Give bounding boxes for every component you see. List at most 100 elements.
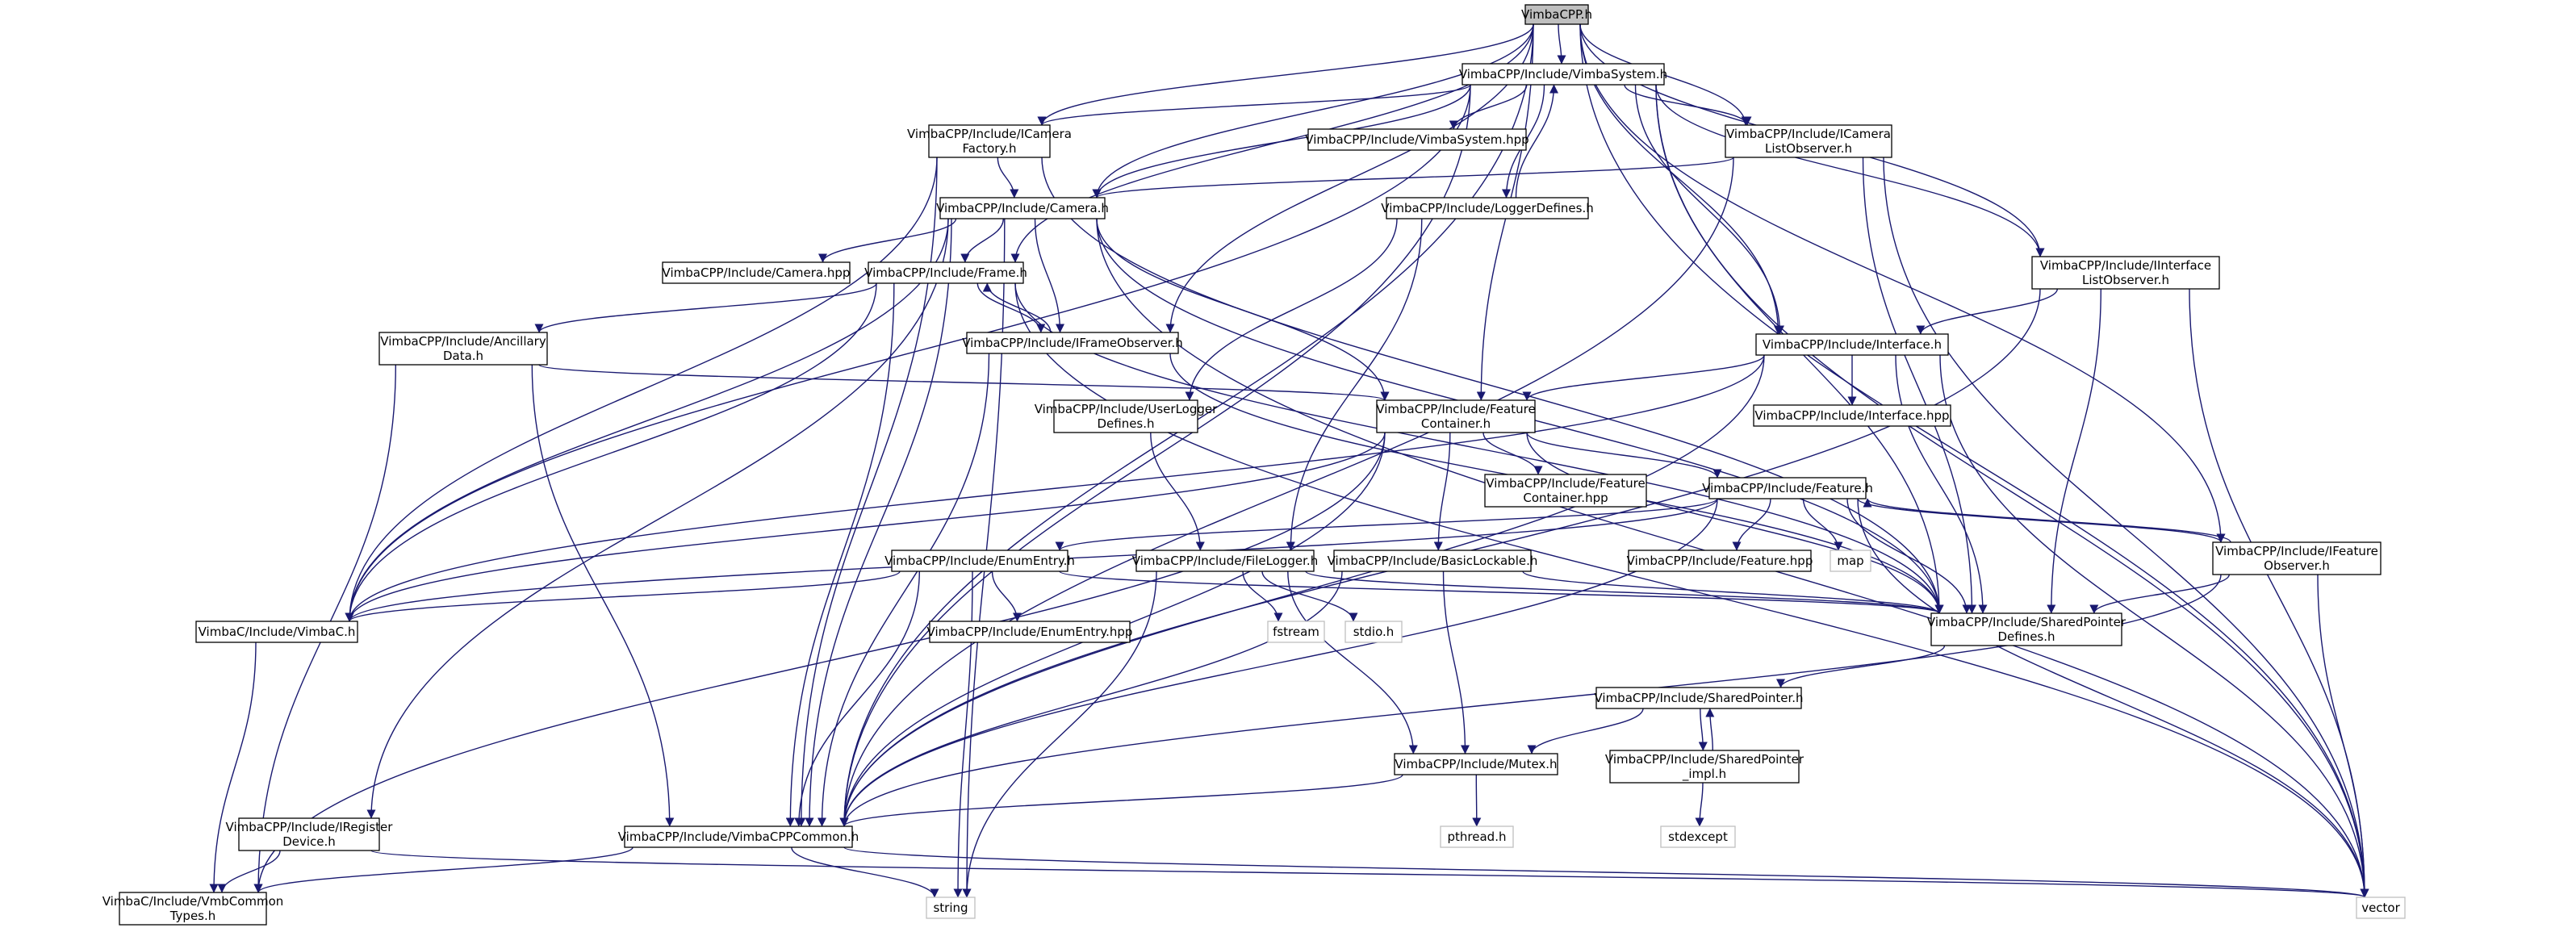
node-feature-hpp[interactable]: VimbaCPP/Include/Feature.hpp (1627, 550, 1813, 572)
node-box (939, 197, 1106, 219)
node-frame-h[interactable]: VimbaCPP/Include/Frame.h (864, 261, 1027, 284)
node-mutex-h[interactable]: VimbaCPP/Include/Mutex.h (1394, 753, 1558, 775)
node-label: VimbaCPP/Include/EnumEntry.h (884, 554, 1075, 568)
node-basiclockable-h[interactable]: VimbaCPP/Include/BasicLockable.h (1328, 550, 1538, 572)
node-sharedpointer-h[interactable]: VimbaCPP/Include/SharedPointer.h (1594, 687, 1804, 709)
node-box (891, 550, 1068, 572)
node-box (1333, 550, 1532, 572)
node-vimbacpp-h[interactable]: VimbaCPP.h (1521, 4, 1592, 25)
node-box (1609, 750, 1800, 784)
node-stdio-h[interactable]: stdio.h (1344, 621, 1403, 643)
edge-vimbac-h-to-vmbcommontypes-h (209, 642, 257, 893)
node-label: stdexcept (1668, 830, 1728, 844)
edge-camera-h-to-featurecontainer-h (1096, 218, 1390, 401)
node-box (1755, 333, 1949, 356)
node-label: VimbaCPP/Include/SharedPointer.h (1594, 691, 1803, 705)
node-label: string (933, 901, 968, 915)
node-label: VimbaCPP/Include/Feature.h (1702, 481, 1873, 495)
edge-loggerdefines-h-to-vimbasystem-h (1515, 84, 1558, 199)
node-box (928, 124, 1051, 158)
edge-featurecontainer-h-to-vimbac-h (345, 432, 1386, 622)
node-feature-h[interactable]: VimbaCPP/Include/Feature.h (1702, 477, 1873, 499)
node-interface-h[interactable]: VimbaCPP/Include/Interface.h (1755, 333, 1949, 356)
node-label: VimbaCPP/Include/FileLogger.h (1132, 554, 1318, 568)
node-box (1708, 477, 1867, 499)
node-interface-hpp[interactable]: VimbaCPP/Include/Interface.hpp (1753, 404, 1951, 427)
edge-filelogger-h-to-mutex-h (1287, 570, 1418, 754)
node-label: vector (2361, 901, 2400, 915)
node-loggerdefines-h[interactable]: VimbaCPP/Include/LoggerDefines.h (1381, 197, 1594, 219)
edge-vimbasystem-h-to-icamerafactory-h (1037, 84, 1471, 126)
edge-enumentry-h-to-vimbacppcommon-h (794, 570, 920, 827)
edge-ancillarydata-h-to-vimbacppcommon-h (531, 364, 675, 827)
edge-feature-h-to-enumentry-h (1055, 498, 1718, 551)
node-label: VimbaCPP/Include/LoggerDefines.h (1381, 201, 1593, 215)
node-label: VimbaCPP/Include/IFeature (2215, 544, 2378, 558)
node-enumentry-h[interactable]: VimbaCPP/Include/EnumEntry.h (884, 550, 1075, 572)
node-box (1307, 128, 1527, 151)
edge-mutex-h-to-vimbacppcommon-h (839, 774, 1403, 827)
node-vimbacppcommon-h[interactable]: VimbaCPP/Include/VimbaCPPCommon.h (618, 825, 859, 848)
node-map[interactable]: map (1830, 550, 1871, 572)
edge-iframeobserver-h-to-frame-h (982, 282, 1052, 333)
node-camera-h[interactable]: VimbaCPP/Include/Camera.h (936, 197, 1109, 219)
node-stdexcept[interactable]: stdexcept (1660, 825, 1736, 848)
edge-sharedpointer-h-to-sharedpointer-impl-h (1698, 708, 1708, 751)
node-label: map (1837, 554, 1863, 568)
node-iinterfacelistobserver-h[interactable]: VimbaCPP/Include/IInterfaceListObserver.… (2031, 256, 2220, 290)
node-box (1386, 197, 1589, 219)
edge-ancillarydata-h-to-featurecontainer-h (538, 364, 1389, 401)
node-label: Defines.h (1997, 629, 2055, 644)
node-box (624, 825, 853, 848)
edge-basiclockable-h-to-vimbacppcommon-h (839, 570, 1343, 827)
edge-camera-h-to-vimbacppcommon-h (805, 218, 952, 827)
node-camera-hpp[interactable]: VimbaCPP/Include/Camera.hpp (662, 261, 851, 284)
node-label: Defines.h (1097, 416, 1154, 431)
node-box (1830, 550, 1871, 572)
node-label: VimbaCPP/Include/Feature (1376, 402, 1535, 416)
node-fstream[interactable]: fstream (1267, 621, 1325, 643)
node-vimbac-h[interactable]: VimbaC/Include/VimbaC.h (195, 621, 358, 643)
edge-vimbacpp-h-to-ifeatureobserver-h (1579, 23, 2226, 543)
edge-camera-h-to-vimbac-h (345, 218, 949, 622)
edge-vimbacppcommon-h-to-vmbcommontypes-h (253, 846, 634, 893)
node-label: VimbaCPP/Include/Mutex.h (1395, 757, 1557, 771)
node-label: Device.h (282, 834, 336, 849)
node-box (1628, 550, 1812, 572)
node-enumentry-hpp[interactable]: VimbaCPP/Include/EnumEntry.hpp (927, 621, 1133, 643)
node-string[interactable]: string (926, 896, 976, 919)
edge-featurecontainer-h-to-feature-h (1526, 432, 1722, 479)
edge-ifeatureobserver-h-to-sharedpointerdefines-h (2089, 574, 2230, 614)
edge-sharedpointer-impl-h-to-sharedpointer-h (1705, 708, 1715, 751)
edge-vimbasystem-h-to-iinterfacelistobserver-h (1655, 84, 2045, 257)
node-filelogger-h[interactable]: VimbaCPP/Include/FileLogger.h (1132, 550, 1318, 572)
edge-interface-h-to-featurecontainer-h (1522, 354, 1765, 401)
node-box (2356, 896, 2406, 919)
node-box (1484, 474, 1647, 508)
node-vimbasystem-h[interactable]: VimbaCPP/Include/VimbaSystem.h (1459, 63, 1667, 86)
node-sharedpointer-impl-h[interactable]: VimbaCPP/Include/SharedPointer_impl.h (1605, 750, 1804, 784)
edge-iregisterdevice-h-to-vmbcommontypes-h (217, 850, 281, 893)
edge-vimbacpp-h-to-vector (1579, 23, 2369, 898)
node-iframeobserver-h[interactable]: VimbaCPP/Include/IFrameObserver.h (962, 332, 1183, 354)
node-box (119, 892, 267, 926)
node-pthread-h[interactable]: pthread.h (1440, 825, 1514, 848)
node-vector[interactable]: vector (2356, 896, 2406, 919)
edge-camera-h-to-iframeobserver-h (1034, 218, 1064, 333)
node-label: ListObserver.h (2082, 273, 2169, 287)
node-box (1725, 124, 1892, 158)
node-label: VimbaCPP/Include/EnumEntry.hpp (927, 625, 1133, 639)
node-vimbasystem-hpp[interactable]: VimbaCPP/Include/VimbaSystem.hpp (1305, 128, 1529, 151)
edge-frame-h-to-ancillarydata-h (534, 282, 877, 333)
